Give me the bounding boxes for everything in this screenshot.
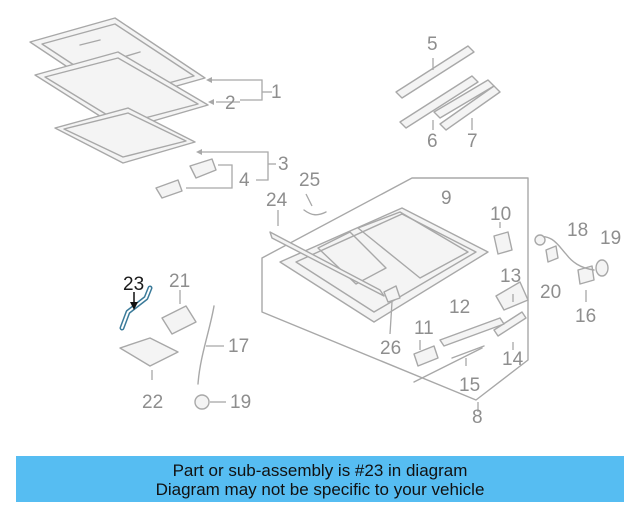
part-label-2: 2: [225, 93, 236, 114]
part-label-19-right: 19: [600, 228, 621, 249]
part-label-14: 14: [502, 349, 524, 370]
part-number-labels: 1 2 3 4 5 6 7 8 9 10 11 12 13 14 15 16 1…: [123, 34, 621, 428]
part-label-20: 20: [540, 282, 561, 303]
part-label-22: 22: [142, 392, 163, 413]
sunroof-frame-assembly: [261, 177, 529, 412]
part-label-8: 8: [472, 407, 483, 428]
left-lower-parts: [119, 290, 226, 410]
part-label-23: 23: [123, 274, 144, 295]
part-label-16: 16: [575, 306, 596, 327]
banner-line-1: Part or sub-assembly is #23 in diagram: [172, 461, 468, 480]
side-rails: [395, 45, 501, 131]
part-23-hose: [119, 285, 153, 331]
callout-bracket-3-4: [186, 149, 276, 189]
part-label-13: 13: [500, 266, 521, 287]
part-label-9: 9: [441, 188, 452, 209]
part-label-7: 7: [467, 131, 478, 152]
deflector-brackets: [155, 158, 217, 199]
right-side-parts: [493, 222, 609, 350]
part-label-6: 6: [427, 131, 438, 152]
part-label-18: 18: [567, 220, 588, 241]
part-label-10: 10: [490, 204, 511, 225]
part-label-19-left: 19: [230, 392, 251, 413]
part-label-24: 24: [266, 190, 288, 211]
lower-mechanism-parts: [413, 317, 505, 383]
glass-panel-assembly: [29, 17, 209, 164]
part-label-25: 25: [299, 170, 320, 191]
info-banner: Part or sub-assembly is #23 in diagram D…: [16, 456, 624, 502]
frame-detail-parts: [277, 193, 401, 335]
part-label-17: 17: [228, 336, 249, 357]
part-label-3: 3: [278, 154, 289, 175]
callout-bracket-1-2: [206, 77, 272, 105]
part-label-26: 26: [380, 338, 401, 359]
part-label-1: 1: [271, 82, 282, 103]
banner-line-2: Diagram may not be specific to your vehi…: [155, 480, 485, 499]
part-label-15: 15: [459, 375, 480, 396]
part-label-5: 5: [427, 34, 438, 55]
part-label-12: 12: [449, 297, 470, 318]
part-label-11: 11: [414, 318, 434, 339]
part-label-21: 21: [169, 271, 190, 292]
parts-diagram: 1 2 3 4 5 6 7 8 9 10 11 12 13 14 15 16 1…: [29, 17, 621, 428]
part-label-4: 4: [239, 170, 250, 191]
